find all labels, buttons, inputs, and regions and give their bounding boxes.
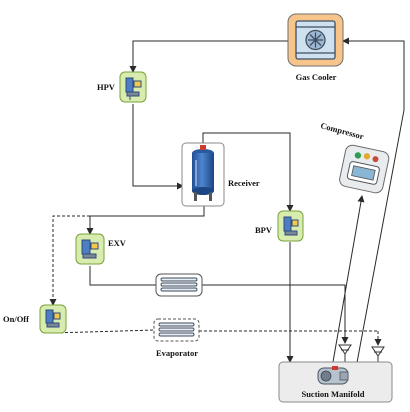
receiver-label: Receiver <box>228 178 260 188</box>
hpv-label: HPV <box>97 82 116 92</box>
compressor-label: Compressor <box>319 120 365 141</box>
pipe-receiver-to-onoff <box>49 215 90 306</box>
suction-manifold: Suction Manifold <box>278 361 393 403</box>
receiver: Receiver <box>181 142 260 207</box>
compressor: Compressor <box>319 120 390 194</box>
exv-valve: EXV <box>75 233 127 265</box>
pipe-hpv-to-receiver <box>132 104 184 190</box>
pipe-evap-upper-to-manifold <box>202 284 349 344</box>
onoff-valve: On/Off <box>3 304 67 334</box>
valve-icon <box>283 216 299 236</box>
bpv-label: BPV <box>255 225 273 235</box>
valve-icon <box>125 77 142 100</box>
suction-manifold-label: Suction Manifold <box>301 389 364 399</box>
pipe-onoff-to-evap-lower <box>52 329 156 334</box>
bpv-valve: BPV <box>255 210 304 242</box>
evaporator-lower: Evaporator <box>153 318 200 358</box>
receiver-tank-icon <box>192 145 214 201</box>
suction-valves <box>338 344 385 362</box>
gas-cooler-icon <box>295 20 336 60</box>
pipe-receiver-to-exv <box>86 202 205 235</box>
pipe-receiver-to-bpv <box>202 132 294 212</box>
pipe-exv-to-evap-upper <box>89 266 156 286</box>
pipe-compressor-to-gascooler <box>342 37 405 369</box>
hpv-valve: HPV <box>97 71 147 103</box>
suction-valve-1 <box>338 344 352 362</box>
piping <box>86 37 405 369</box>
evaporator-label: Evaporator <box>156 348 198 358</box>
pipe-gascooler-to-hpv <box>129 40 288 73</box>
gas-cooler: Gas Cooler <box>287 13 344 82</box>
onoff-label: On/Off <box>3 314 29 324</box>
valve-icon <box>45 309 61 328</box>
valve-icon <box>81 239 99 259</box>
suction-valve-2 <box>371 346 385 362</box>
exv-label: EXV <box>108 238 127 248</box>
evaporator-upper <box>155 273 203 297</box>
gas-cooler-label: Gas Cooler <box>296 72 337 82</box>
manifold-icon <box>317 366 349 385</box>
pipe-manifold-to-compressor <box>332 195 365 363</box>
